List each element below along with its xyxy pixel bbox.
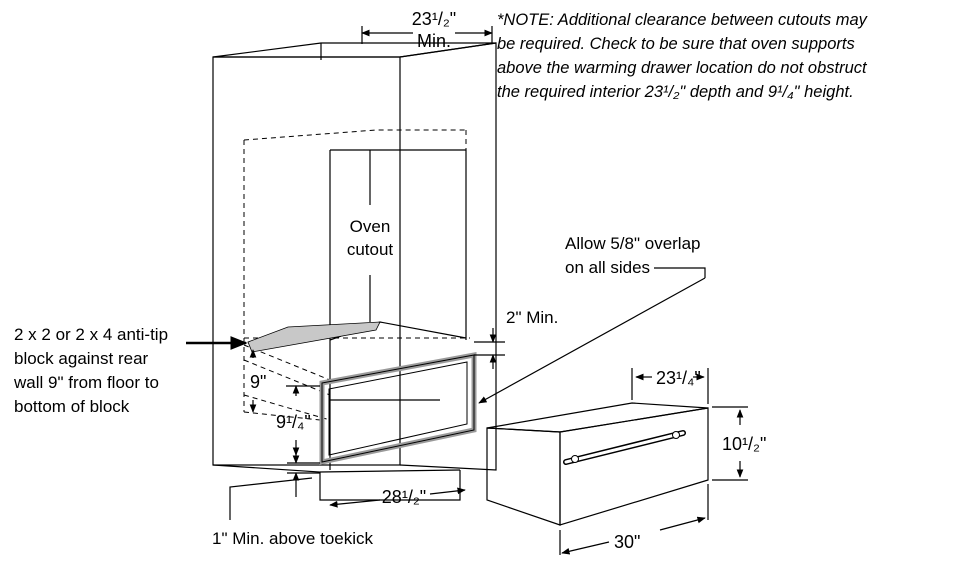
cabinet <box>212 42 497 501</box>
oven-cutout-label-2: cutout <box>347 240 394 259</box>
nine-quarter-dimension: 9¹/₄" <box>276 385 320 456</box>
drawer-cutout-frame <box>319 351 477 466</box>
top-width-dimension: 23¹/₂" Min. <box>361 9 493 51</box>
overlap-label-2: on all sides <box>565 258 650 277</box>
oven-cutout-label-1: Oven <box>350 217 391 236</box>
drawer-width-dimension: 30" <box>559 484 709 555</box>
drawer-height-label: 10¹/₂" <box>722 434 766 454</box>
note-line-1: *NOTE: Additional clearance between cuto… <box>497 11 867 29</box>
cabinet-top <box>212 42 497 58</box>
width-28-label: 28¹/₂" <box>382 487 426 507</box>
anti-tip-label-1: 2 x 2 or 2 x 4 anti-tip <box>14 325 168 344</box>
note-line-3: above the warming drawer location do not… <box>497 59 867 77</box>
nine-inch-dimension: 9" <box>249 349 266 413</box>
overlap-callout: Allow 5/8" overlap on all sides <box>478 234 706 404</box>
anti-tip-label-2: block against rear <box>14 349 149 368</box>
anti-tip-label-4: bottom of block <box>14 397 130 416</box>
anti-tip-block <box>247 321 381 353</box>
note-line-2: be required. Check to be sure that oven … <box>497 35 855 53</box>
top-width-min-label: Min. <box>417 31 451 51</box>
oven-cutout: Oven cutout <box>329 149 467 470</box>
warming-drawer <box>486 402 709 526</box>
drawer-depth-dimension: 23¹/₄" <box>631 368 709 404</box>
two-inch-min-dimension: 2" Min. <box>474 308 558 369</box>
note-line-4: the required interior 23¹/₂" depth and 9… <box>497 83 854 101</box>
drawer-depth-label: 23¹/₄" <box>656 368 701 388</box>
toekick-label: 1" Min. above toekick <box>212 529 374 548</box>
top-width-label: 23¹/₂" <box>412 9 456 29</box>
drawer-width-label: 30" <box>614 532 640 552</box>
width-28-dimension: 28¹/₂" <box>329 487 466 508</box>
anti-tip-callout: 2 x 2 or 2 x 4 anti-tip block against re… <box>13 325 248 416</box>
overlap-label-1: Allow 5/8" overlap <box>565 234 701 253</box>
nine-quarter-label: 9¹/₄" <box>276 412 311 432</box>
toekick-dimension: 1" Min. above toekick <box>212 448 374 548</box>
two-min-label: 2" Min. <box>506 308 558 327</box>
cabinet-front <box>212 56 401 466</box>
drawer-height-dimension: 10¹/₂" <box>712 406 766 481</box>
nine-label: 9" <box>250 372 266 392</box>
clearance-note: *NOTE: Additional clearance between cuto… <box>497 8 967 104</box>
anti-tip-label-3: wall 9" from floor to <box>13 373 159 392</box>
